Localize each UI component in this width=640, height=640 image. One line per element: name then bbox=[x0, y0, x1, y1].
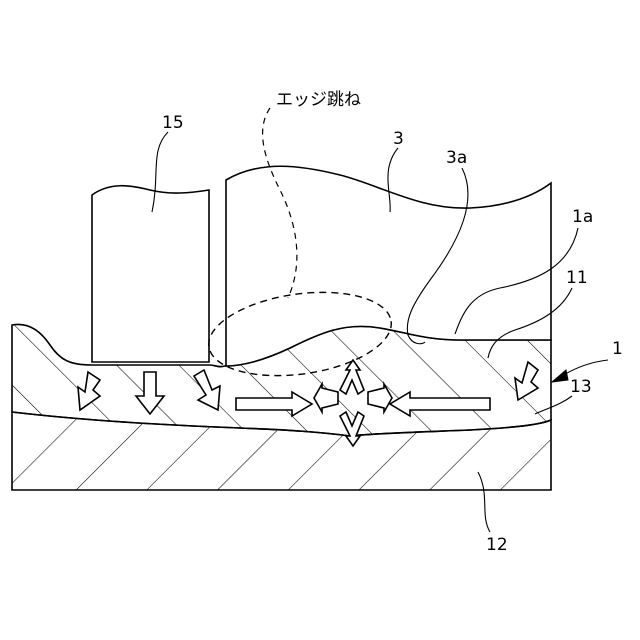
arrow-1-head bbox=[552, 370, 568, 382]
arrow-1-line bbox=[562, 360, 608, 376]
label-1: 1 bbox=[612, 339, 623, 359]
label-edge-jump: エッジ跳ね bbox=[276, 90, 361, 110]
roll-15 bbox=[92, 186, 209, 362]
label-12: 12 bbox=[486, 535, 508, 555]
label-11: 11 bbox=[566, 268, 588, 288]
label-13: 13 bbox=[570, 377, 592, 397]
label-3a: 3a bbox=[446, 148, 467, 168]
label-3: 3 bbox=[393, 129, 404, 149]
label-15: 15 bbox=[162, 113, 184, 133]
label-1a: 1a bbox=[572, 207, 593, 227]
